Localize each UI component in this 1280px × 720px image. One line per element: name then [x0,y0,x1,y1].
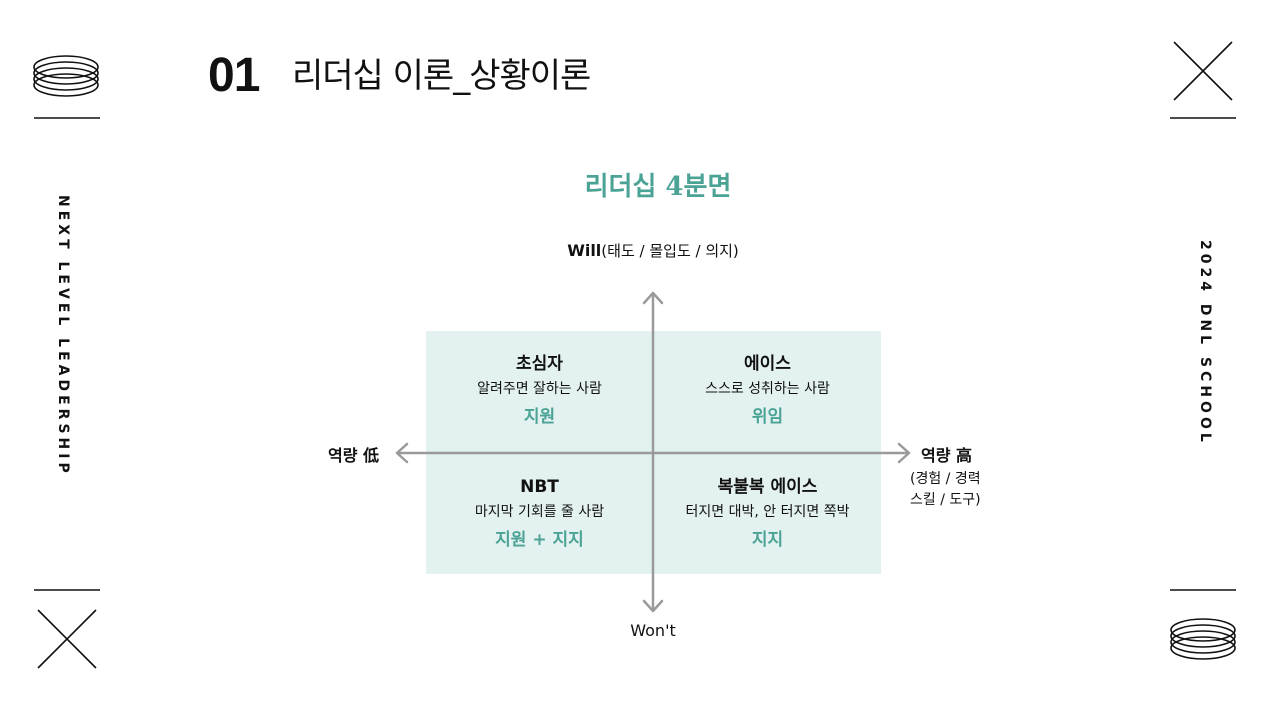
arrow-up-icon [642,291,664,305]
axis-right-sub-line2: 스킬 / 도구) [910,492,981,508]
quadrant-bottom-right: 복불복 에이스 터지면 대박, 안 터지면 쪽박 지지 [654,476,881,551]
quadrant-title: NBT [520,477,559,497]
quadrant-action: 지원 [523,407,556,427]
axis-top-main: Will [567,241,602,260]
quadrant-desc: 터지면 대박, 안 터지면 쪽박 [685,504,850,520]
axis-bottom-label: Won't [630,621,676,640]
quadrant-action: 지원 + 지지 [495,530,584,550]
quadrant-top-right: 에이스 스스로 성취하는 사람 위임 [654,353,881,428]
quadrant-action: 지지 [751,530,784,550]
axis-right-sublabel: (경험 / 경력 스킬 / 도구) [910,469,1000,511]
side-caption-right: 2024 DNL SCHOOL [1197,240,1213,446]
quadrant-desc: 알려주면 잘하는 사람 [477,381,602,397]
quadrant-desc: 마지막 기회를 줄 사람 [474,504,605,520]
slide-number: 01 [208,49,260,102]
axis-top-label: Will(태도 / 몰입도 / 의지) [0,240,1280,261]
x-cross-icon [1173,41,1233,101]
axis-right-label: 역량 高 [921,446,973,465]
arrow-down-icon [642,599,664,613]
quadrant-desc: 스스로 성취하는 사람 [705,381,830,397]
ring-stack-icon [1170,618,1236,660]
ring-stack-icon [33,55,99,97]
axis-top-sub: (태도 / 몰입도 / 의지) [601,242,739,260]
slide-title: 리더십 이론_상황이론 [292,56,591,96]
axis-left-label: 역량 低 [328,446,380,465]
chart-title: 리더십 4분면 [584,172,732,202]
side-caption-left: NEXT LEVEL LEADERSHIP [55,195,71,477]
quadrant-action: 위임 [751,407,784,427]
quadrant-title: 초심자 [516,354,563,374]
arrow-left-icon [395,442,409,464]
quadrant-bottom-left: NBT 마지막 기회를 줄 사람 지원 + 지지 [426,476,653,551]
axis-right-sub-line1: (경험 / 경력 [910,471,981,487]
quadrant-top-left: 초심자 알려주면 잘하는 사람 지원 [426,353,653,428]
x-cross-icon [37,609,97,669]
quadrant-title: 에이스 [744,354,791,374]
arrow-right-icon [897,442,911,464]
quadrant-title: 복불복 에이스 [717,477,818,497]
